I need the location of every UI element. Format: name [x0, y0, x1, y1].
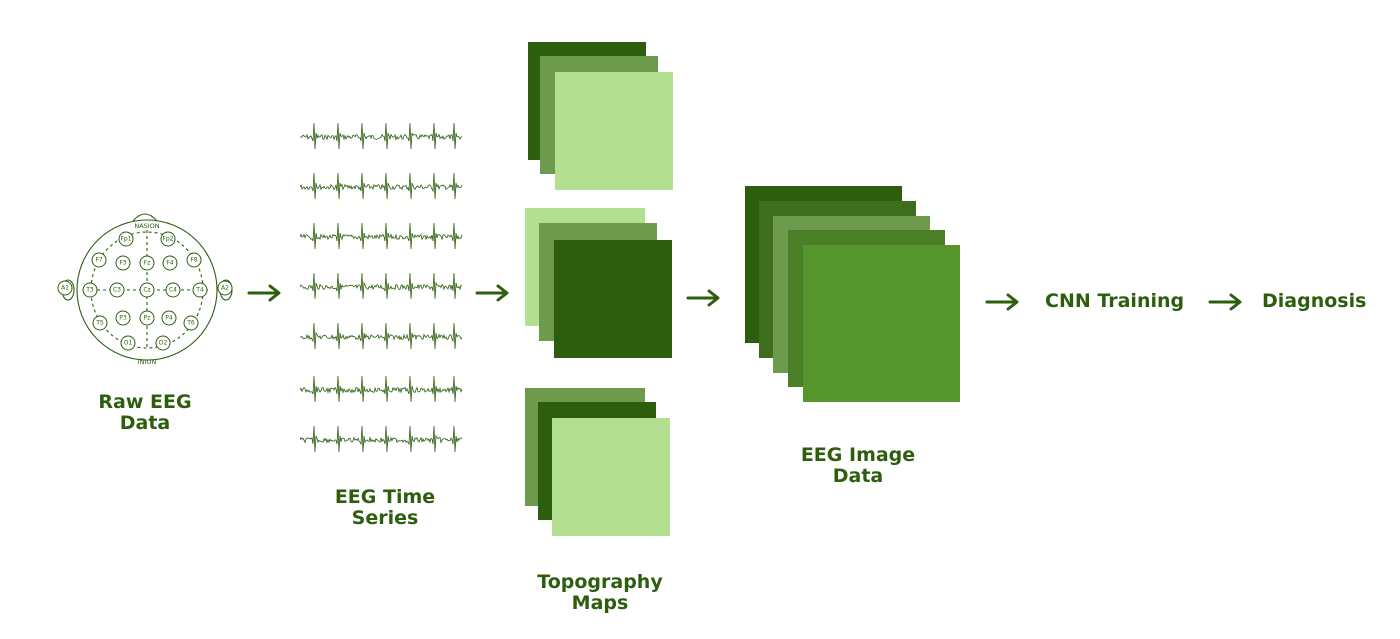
svg-text:Fp1: Fp1	[120, 236, 131, 243]
electrode-o2: O2	[155, 335, 171, 351]
electrode-p4: P4	[161, 310, 177, 326]
eeg-waveform-row-5	[300, 322, 463, 350]
topography-map-middle-front	[554, 240, 672, 358]
electrode-p3: P3	[115, 310, 131, 326]
svg-text:A2: A2	[221, 285, 229, 292]
svg-text:T5: T5	[95, 320, 104, 327]
diagnosis-label: Diagnosis	[1262, 290, 1367, 312]
svg-text:T6: T6	[186, 320, 195, 327]
svg-text:F8: F8	[190, 257, 197, 264]
topography-map-bottom-front	[552, 418, 670, 536]
eeg-waveform-row-1	[300, 122, 463, 150]
electrode-c3: C3	[109, 282, 125, 298]
eeg-time-series-waveforms	[300, 122, 463, 453]
svg-text:P3: P3	[119, 315, 127, 322]
cnn-training-label: CNN Training	[1045, 290, 1185, 312]
electrode-pz: Pz	[139, 310, 155, 326]
svg-text:O2: O2	[159, 340, 168, 347]
arrow-right-icon	[985, 293, 1019, 311]
electrode-f7: F7	[91, 252, 107, 268]
electrode-fp2: Fp2	[160, 231, 176, 247]
electrode-inion-label: INION	[138, 358, 157, 366]
topography-map-top-front	[555, 72, 673, 190]
svg-text:O1: O1	[124, 340, 133, 347]
svg-text:Cz: Cz	[143, 287, 150, 294]
svg-text:Pz: Pz	[144, 315, 151, 322]
electrode-o1: O1	[120, 335, 136, 351]
svg-text:F4: F4	[166, 260, 173, 267]
eeg-waveform-row-4	[300, 272, 463, 300]
eeg-waveform-row-2	[300, 172, 463, 200]
topography-maps-label: Topography Maps	[537, 571, 663, 614]
svg-text:F3: F3	[119, 260, 126, 267]
eeg-waveform-row-3	[300, 222, 463, 250]
svg-text:T4: T4	[195, 287, 204, 294]
electrode-t4: T4	[192, 282, 208, 298]
electrode-f3: F3	[115, 255, 131, 271]
electrode-c4: C4	[165, 282, 181, 298]
electrode-t6: T6	[183, 315, 199, 331]
electrode-t5: T5	[92, 315, 108, 331]
arrow-right-icon	[475, 284, 509, 302]
electrode-fp1: Fp1	[118, 231, 134, 247]
svg-text:P4: P4	[165, 315, 173, 322]
svg-text:T3: T3	[85, 287, 94, 294]
arrow-right-icon	[686, 289, 720, 307]
arrow-right-icon	[1208, 293, 1242, 311]
electrode-t3: T3	[82, 282, 98, 298]
svg-text:C3: C3	[113, 287, 121, 294]
electrode-a2: A2	[217, 280, 233, 296]
svg-text:A1: A1	[61, 285, 69, 292]
electrode-nasion-label: NASION	[134, 222, 159, 230]
electrode-cz: Cz	[139, 282, 155, 298]
eeg-time-series-label: EEG Time Series	[334, 486, 436, 529]
eeg-image-layer-5	[803, 245, 960, 402]
electrode-a1: A1	[57, 280, 73, 296]
svg-text:Fz: Fz	[144, 260, 151, 267]
raw-eeg-label: Raw EEG Data	[98, 391, 192, 434]
eeg-waveform-row-7	[300, 425, 463, 453]
eeg-image-data-label: EEG Image Data	[800, 444, 916, 487]
electrode-f8: F8	[186, 252, 202, 268]
svg-text:Fp2: Fp2	[162, 236, 173, 243]
arrow-right-icon	[247, 284, 281, 302]
svg-text:F7: F7	[95, 257, 102, 264]
electrode-f4: F4	[162, 255, 178, 271]
svg-text:C4: C4	[169, 287, 177, 294]
eeg-electrode-head-icon: NASION INION Fp1 Fp2 F7 F3 Fz F4 F8 A1 T…	[57, 213, 233, 366]
electrode-fz: Fz	[139, 255, 155, 271]
eeg-waveform-row-6	[300, 375, 463, 403]
